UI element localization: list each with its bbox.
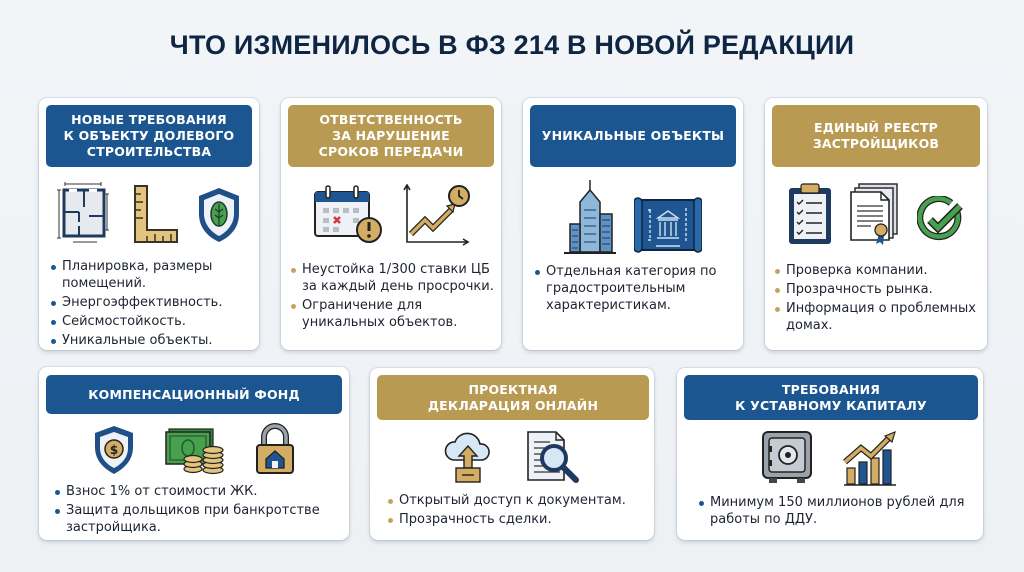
card-header: ЕДИНЫЙ РЕЕСТР ЗАСТРОЙЩИКОВ — [772, 105, 980, 167]
list-item: Минимум 150 миллионов рублей для работы … — [697, 494, 979, 528]
bullet-list: Планировка, размеры помещений. Энергоэфф… — [49, 258, 254, 351]
list-item: Прозрачность сделки. — [386, 511, 651, 528]
card-header: НОВЫЕ ТРЕБОВАНИЯ К ОБЪЕКТУ ДОЛЕВОГО СТРО… — [46, 105, 252, 167]
list-item: Ограничение для уникальных объектов. — [289, 297, 497, 331]
card-header: ОТВЕТСТВЕННОСТЬ ЗА НАРУШЕНИЕ СРОКОВ ПЕРЕ… — [288, 105, 494, 167]
list-item: Уникальные объекты. — [49, 332, 254, 349]
bullet-list: Проверка компании. Прозрачность рынка. И… — [773, 262, 983, 336]
card-developer-registry: ЕДИНЫЙ РЕЕСТР ЗАСТРОЙЩИКОВ Проверка комп… — [765, 98, 987, 350]
list-item: Сейсмостойкость. — [49, 313, 254, 330]
eco-shield-icon — [199, 188, 239, 242]
list-item: Неустойка 1/300 ставки ЦБ за каждый день… — [289, 261, 497, 295]
ruler-square-icon — [134, 185, 178, 243]
safe-icon — [762, 431, 812, 483]
list-item: Взнос 1% от стоимости ЖК. — [53, 483, 345, 500]
bullet-list: Открытый доступ к документам. Прозрачнос… — [386, 492, 651, 530]
floor-plan-icon — [57, 182, 109, 243]
svg-text:$: $ — [110, 443, 118, 457]
card-header: КОМПЕНСАЦИОННЫЙ ФОНД — [46, 375, 342, 414]
list-item: Планировка, размеры помещений. — [49, 258, 254, 292]
list-item: Прозрачность рынка. — [773, 281, 983, 298]
page-title: ЧТО ИЗМЕНИЛОСЬ В ФЗ 214 В НОВОЙ РЕДАКЦИИ — [169, 30, 855, 60]
card-delivery-liability: ОТВЕТСТВЕННОСТЬ ЗА НАРУШЕНИЕ СРОКОВ ПЕРЕ… — [281, 98, 501, 350]
list-item: Информация о проблемных домах. — [773, 300, 983, 334]
list-item: Проверка компании. — [773, 262, 983, 279]
house-lock-icon — [256, 423, 294, 474]
list-item: Отдельная категория по градостроительным… — [533, 263, 738, 314]
card-unique-objects: УНИКАЛЬНЫЕ ОБЪЕКТЫ Отдельная категория п… — [523, 98, 743, 350]
bullet-list: Неустойка 1/300 ставки ЦБ за каждый день… — [289, 261, 497, 333]
dollar-shield-icon: $ — [95, 426, 133, 474]
bullet-list: Минимум 150 миллионов рублей для работы … — [697, 494, 979, 530]
growth-bar-chart-icon — [843, 430, 896, 486]
list-item: Открытый доступ к документам. — [386, 492, 651, 509]
money-coins-icon — [165, 428, 224, 475]
certificate-document-icon — [850, 183, 898, 245]
checklist-clipboard-icon — [789, 183, 831, 244]
bullet-list: Взнос 1% от стоимости ЖК. Защита дольщик… — [53, 483, 345, 538]
card-charter-capital: ТРЕБОВАНИЯ К УСТАВНОМУ КАПИТАЛУ Минимум … — [677, 368, 983, 540]
card-compensation-fund: КОМПЕНСАЦИОННЫЙ ФОНД $ Взнос 1% от — [39, 367, 349, 540]
cloud-upload-icon — [444, 432, 490, 483]
card-object-requirements: НОВЫЕ ТРЕБОВАНИЯ К ОБЪЕКТУ ДОЛЕВОГО СТРО… — [39, 98, 259, 350]
card-header: ПРОЕКТНАЯ ДЕКЛАРАЦИЯ ОНЛАЙН — [377, 375, 649, 420]
card-project-declaration: ПРОЕКТНАЯ ДЕКЛАРАЦИЯ ОНЛАЙН Открытый дос… — [370, 368, 654, 540]
blueprint-building-icon — [634, 197, 702, 253]
calendar-warning-icon — [314, 185, 382, 243]
card-header: ТРЕБОВАНИЯ К УСТАВНОМУ КАПИТАЛУ — [684, 375, 978, 420]
rising-chart-clock-icon — [403, 184, 470, 246]
card-header: УНИКАЛЬНЫЕ ОБЪЕКТЫ — [530, 105, 736, 167]
bullet-list: Отдельная категория по градостроительным… — [533, 263, 738, 316]
check-circle-icon — [917, 196, 963, 241]
list-item: Защита дольщиков при банкротстве застрой… — [53, 502, 345, 536]
document-search-icon — [527, 431, 579, 483]
skyscraper-icon — [564, 180, 616, 254]
list-item: Энергоэффективность. — [49, 294, 254, 311]
